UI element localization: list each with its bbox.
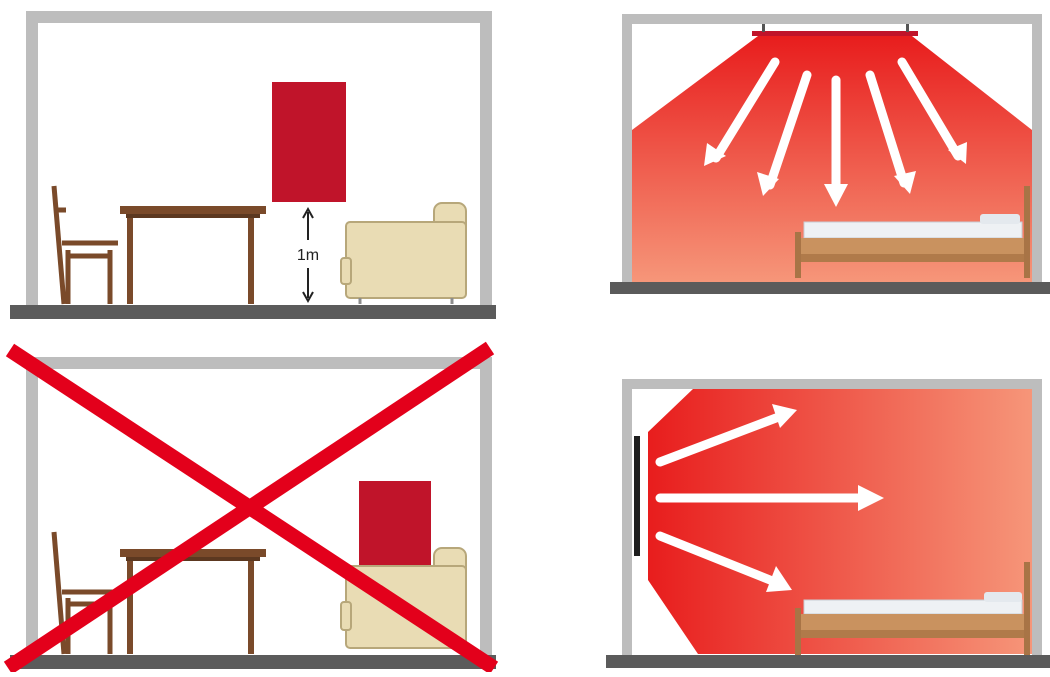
room-frame: [622, 379, 1042, 656]
bed: [795, 562, 1030, 655]
arrow-heads: [766, 404, 884, 592]
heater-panel-low: [359, 481, 431, 565]
table: [120, 549, 266, 654]
room-frame: [26, 357, 492, 655]
panel-correct-placement: 1m: [10, 11, 496, 319]
heat-arrows: [711, 57, 963, 200]
panel-incorrect-placement: [3, 341, 499, 675]
heat-zone: [648, 388, 1036, 654]
table: [120, 206, 266, 304]
bed: [795, 186, 1030, 278]
heat-arrows: [655, 413, 863, 585]
floor: [10, 305, 496, 319]
ceiling-heater: [752, 24, 918, 36]
panel-wall-heater: [606, 379, 1050, 668]
room-frame: [622, 14, 1042, 284]
incorrect-cross: [3, 341, 499, 675]
floor: [606, 655, 1050, 668]
heater-panel: [272, 82, 346, 202]
arrow-heads: [704, 142, 967, 207]
sofa: [340, 202, 467, 299]
floor: [10, 655, 496, 669]
floor: [610, 282, 1050, 294]
panel-ceiling-heater: [610, 14, 1050, 294]
distance-label: 1m: [297, 247, 319, 264]
distance-indicator: [302, 206, 314, 304]
chair: [51, 185, 118, 305]
wall-heater: [634, 436, 640, 556]
room-frame: [26, 11, 492, 306]
